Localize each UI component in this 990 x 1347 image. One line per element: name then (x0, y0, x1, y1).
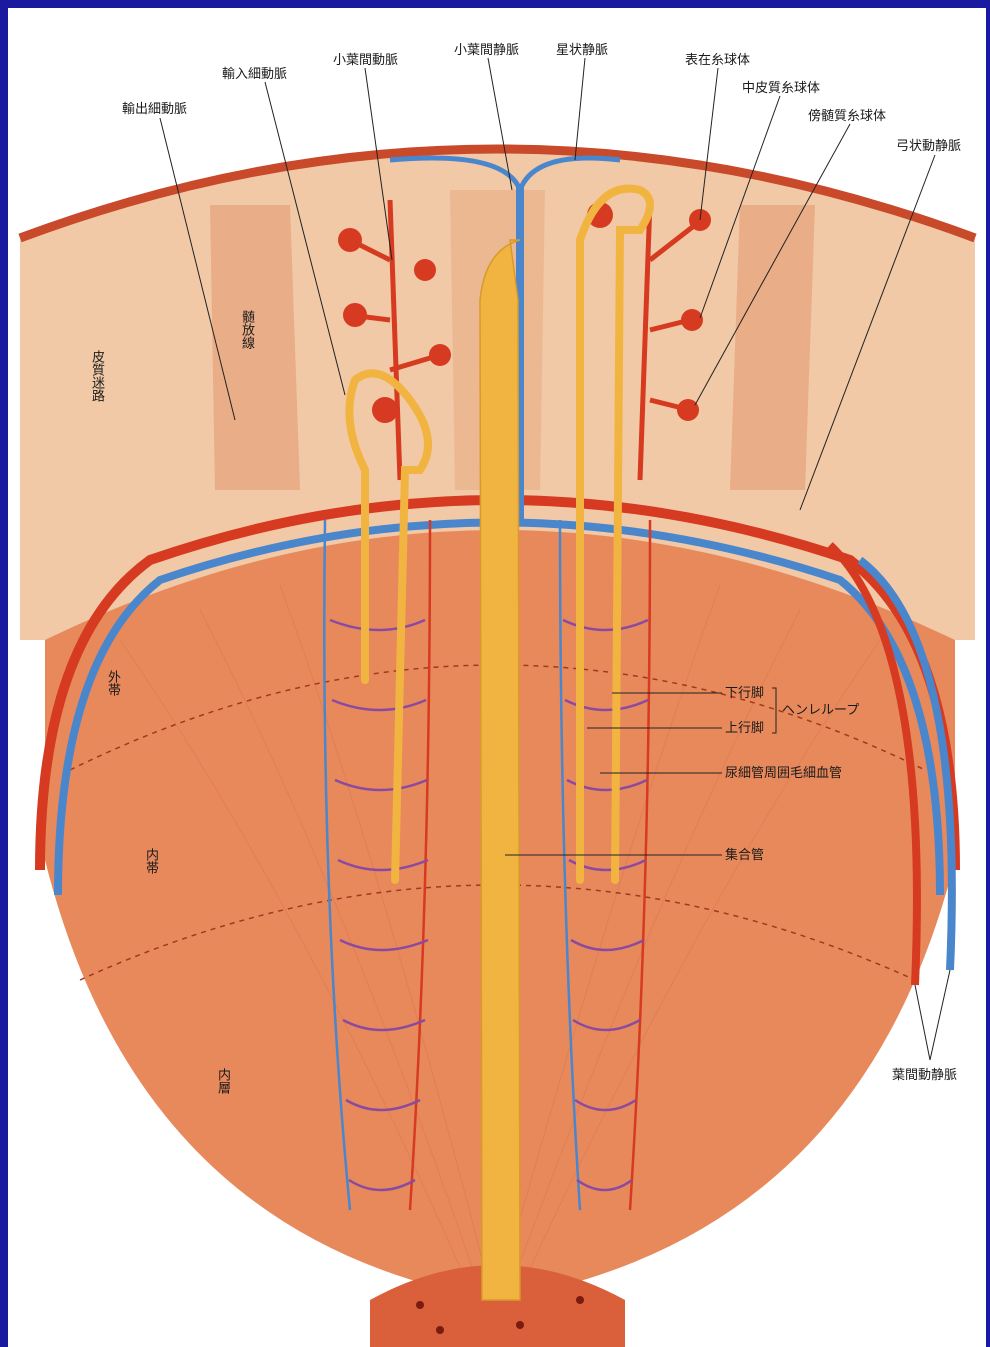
label-efferent-arteriole: 輸出細動脈 (122, 102, 187, 117)
label-interlobular-vein: 小葉間静脈 (454, 43, 519, 58)
label-interlobar-vessels: 葉間動静脈 (892, 1068, 957, 1083)
label-afferent-arteriole: 輸入細動脈 (222, 67, 287, 82)
medullary-ray-right (730, 205, 815, 490)
label-stellate-vein: 星状静脈 (556, 43, 608, 58)
label-descending-limb: 下行脚 (725, 686, 764, 701)
collecting-duct (480, 240, 520, 1300)
label-midcortical-glomerulus: 中皮質糸球体 (742, 81, 820, 96)
label-arcuate-vessels: 弓状動静脈 (896, 139, 961, 154)
label-interlobular-artery: 小葉間動脈 (333, 53, 398, 68)
medullary-ray-left (210, 205, 300, 490)
label-cortical-labyrinth: 皮質迷路 (89, 350, 104, 402)
label-peritubular-capillary: 尿細管周囲毛細血管 (725, 766, 842, 781)
label-medullary-ray: 髄放線 (239, 310, 254, 349)
label-henle-loop: ヘンレループ (782, 703, 859, 718)
label-inner-zone: 内帯 (143, 848, 158, 874)
label-ascending-limb: 上行脚 (725, 721, 764, 736)
label-juxtamedullary-glomerulus: 傍髄質糸球体 (808, 109, 886, 124)
label-inner-layer: 内層 (215, 1068, 230, 1094)
label-collecting-duct: 集合管 (725, 848, 764, 863)
label-outer-zone: 外帯 (105, 670, 120, 696)
label-superficial-glomerulus: 表在糸球体 (685, 53, 750, 68)
